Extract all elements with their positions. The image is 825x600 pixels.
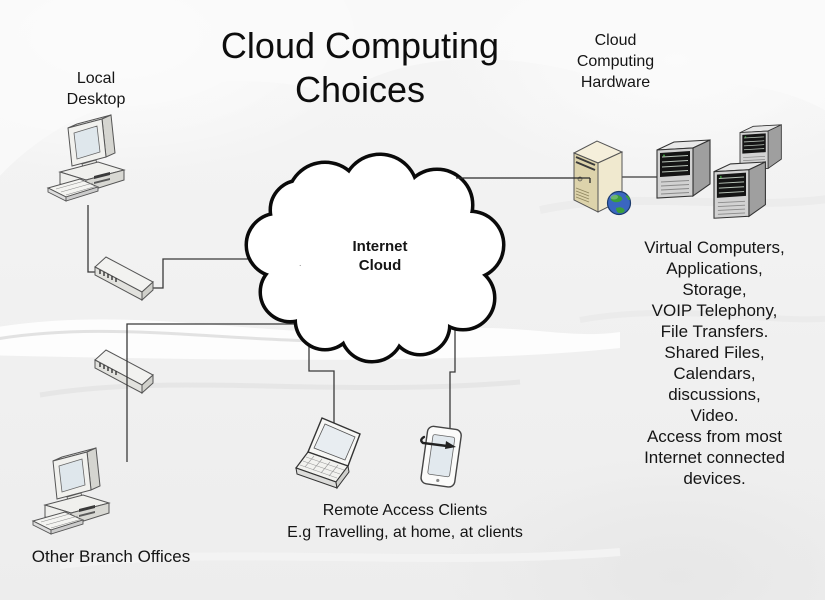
cloud-hardware-label: Cloud Computing Hardware <box>576 32 655 91</box>
stylus-icon <box>420 435 456 449</box>
connection-line-cloud-to-pda <box>449 320 456 432</box>
branch-desktop-computer-icon <box>32 447 110 535</box>
rack-server-icon <box>713 161 766 219</box>
connection-line-switch-to-cloud <box>150 258 300 289</box>
connection-line-cloud-to-branch <box>126 323 320 462</box>
laptop-icon <box>295 417 361 490</box>
globe-icon <box>606 190 632 216</box>
internet-cloud-label: Internet Cloud <box>352 238 408 274</box>
internet-cloud-shape <box>244 152 506 364</box>
rack-server-icon <box>656 139 711 199</box>
connection-line-cloud-to-laptop <box>308 335 335 426</box>
cloud-services-text: Virtual Computers, Applications, Storage… <box>644 238 785 488</box>
remote-access-label: Remote Access Clients E.g Travelling, at… <box>287 502 523 541</box>
other-branch-offices-label: Other Branch Offices <box>31 547 191 566</box>
network-switch-icon <box>94 256 154 301</box>
connection-line-cloud-to-server <box>456 177 591 183</box>
local-desktop-label: Local Desktop <box>66 70 126 108</box>
diagram-title: Cloud Computing Choices <box>220 25 500 110</box>
pda-icon <box>420 425 462 488</box>
connection-line-desktop-to-switch <box>87 205 98 273</box>
